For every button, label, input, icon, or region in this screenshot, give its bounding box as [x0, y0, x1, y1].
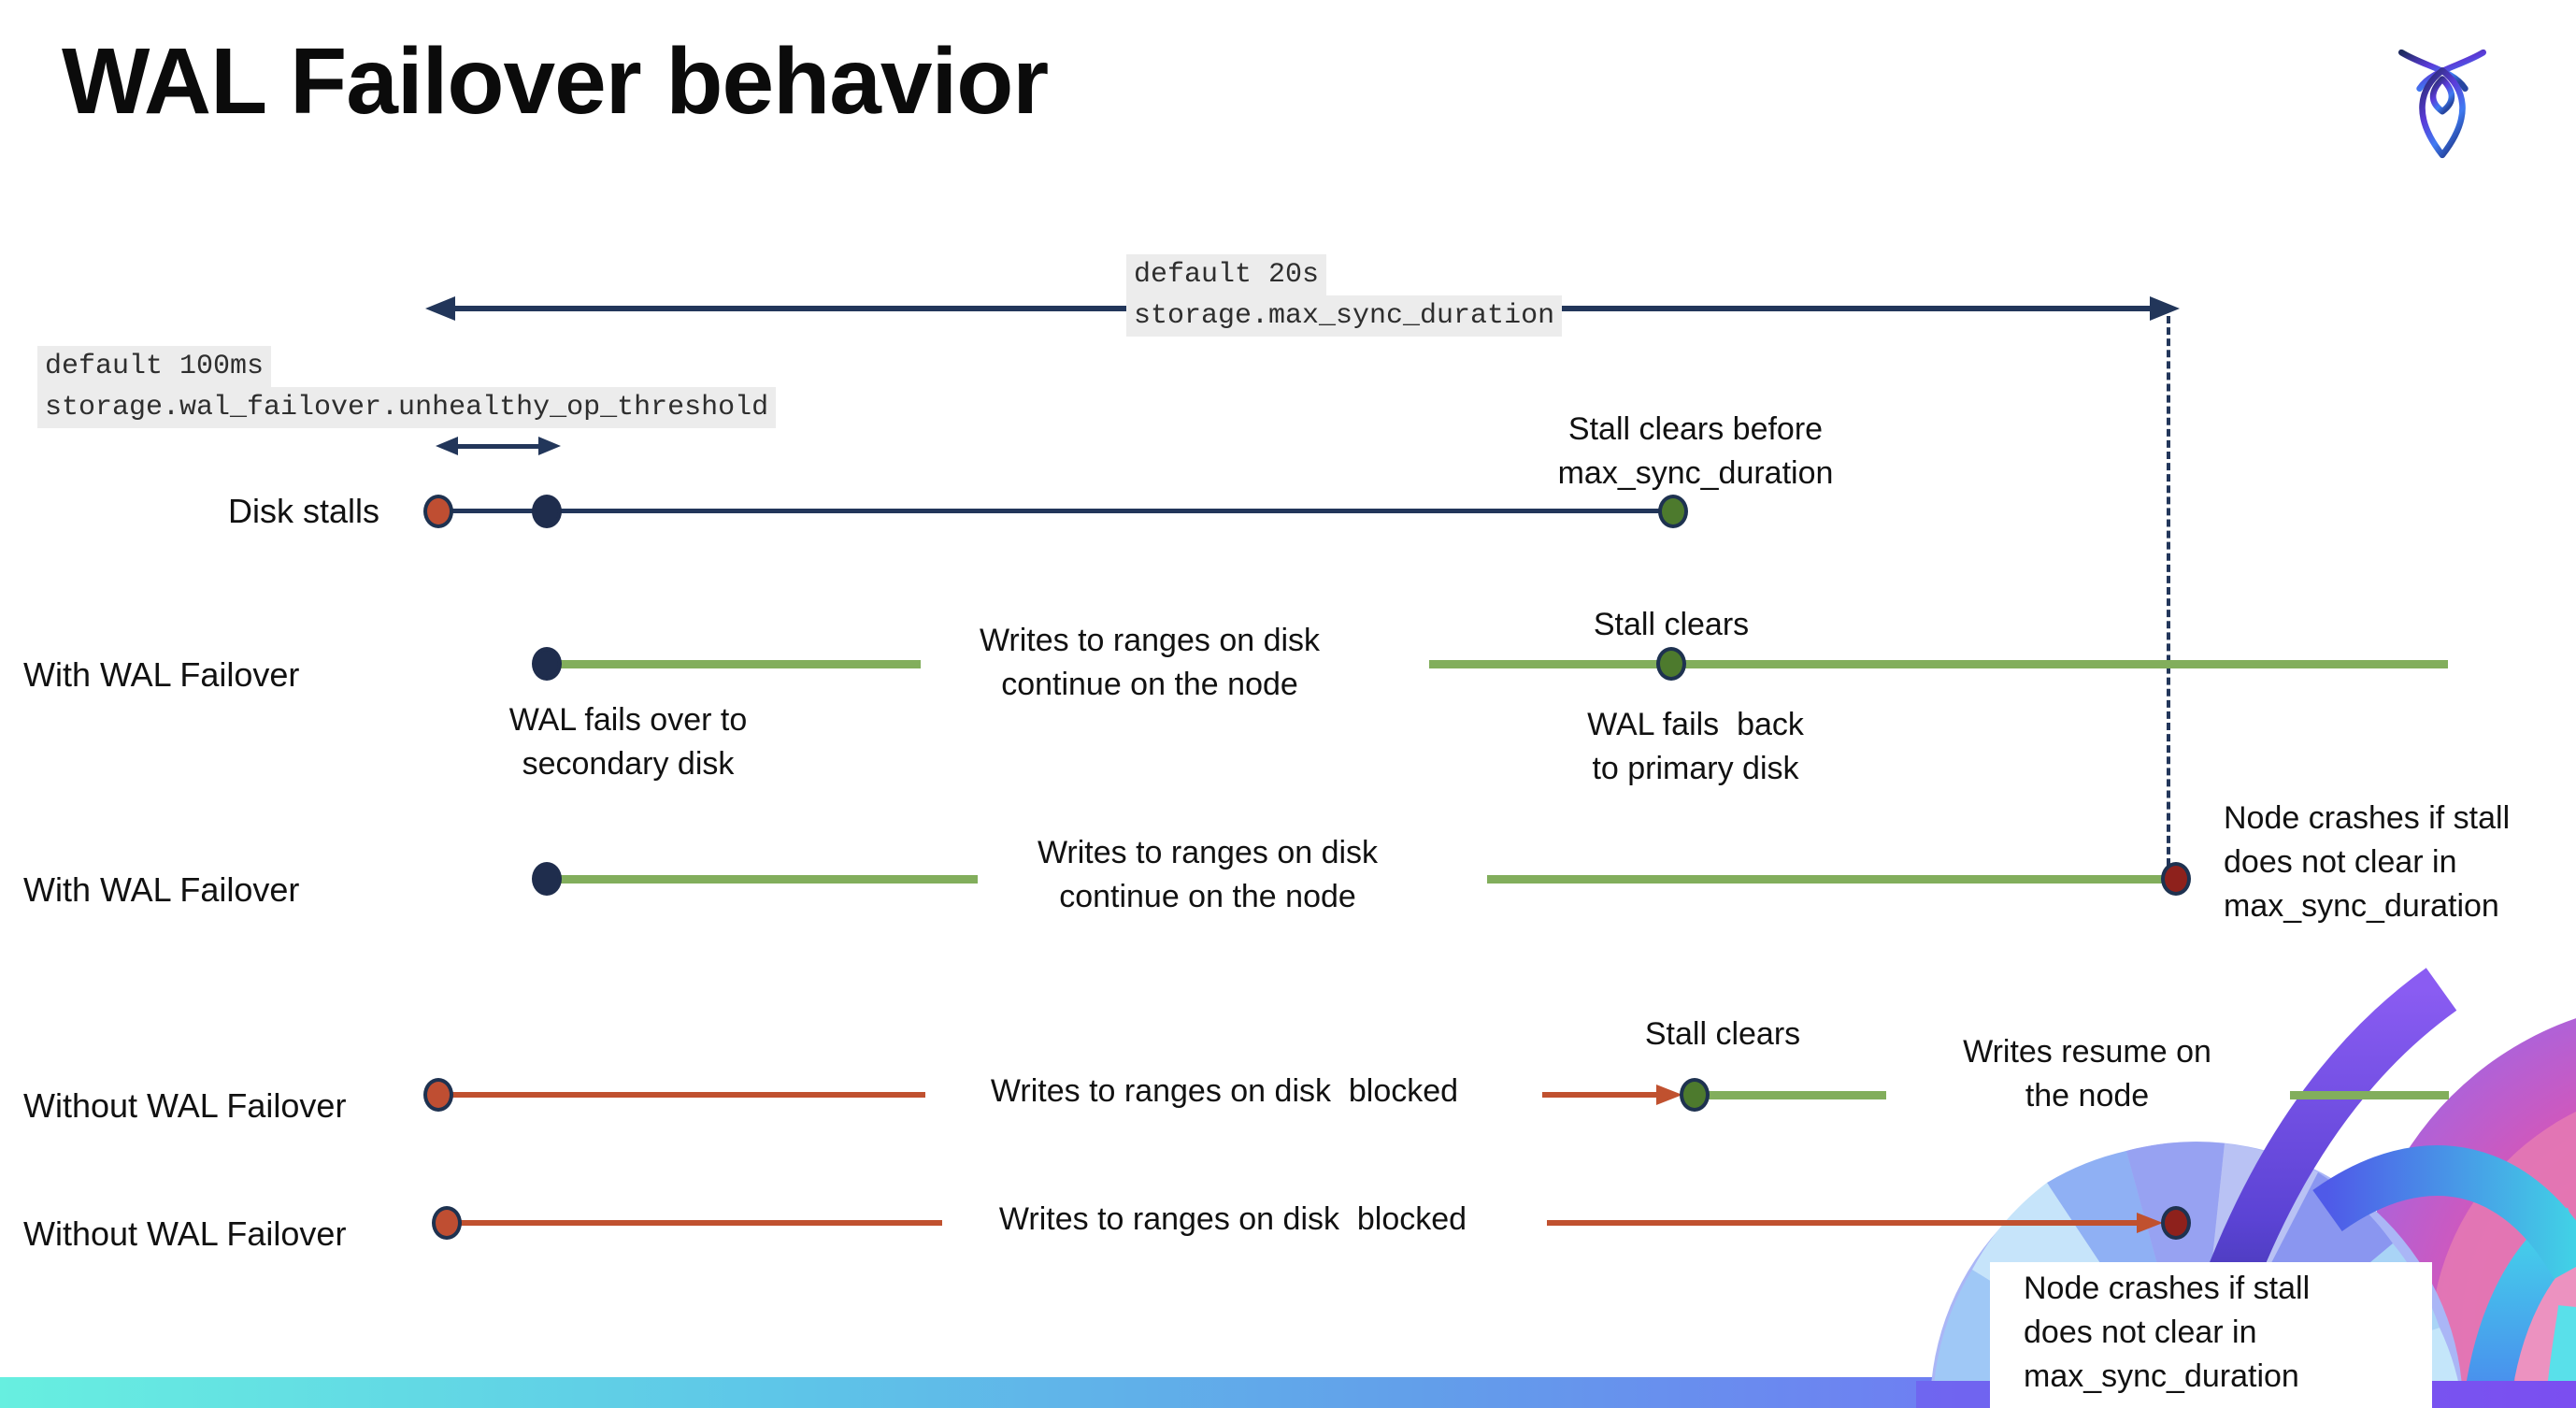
disk-stalls-timeline	[438, 509, 1673, 513]
row-label-without-wal-failover-1: Without WAL Failover	[23, 1086, 347, 1125]
node-crash-note-box	[1990, 1262, 2432, 1408]
failover-dot-1	[532, 647, 562, 681]
writes-continue-note-2: Writes to ranges on disk continue on the…	[1037, 835, 1379, 914]
stall-clears-note-without: Stall clears	[1644, 1016, 1801, 1052]
max-sync-deadline-dashed-line	[2167, 316, 2170, 866]
max-sync-default-label: default 20s	[1126, 254, 1327, 295]
stall-clears-dot	[1658, 495, 1688, 528]
wal-fails-back-note: WAL fails back to primary disk	[1587, 707, 1804, 786]
arrow-left-head-icon	[425, 296, 455, 321]
writes-resume-line-1b	[2290, 1091, 2449, 1099]
blocked-arrow-head-1-icon	[1656, 1085, 1682, 1105]
threshold-arrow-right-icon	[538, 437, 561, 455]
writes-blocked-note-1: Writes to ranges on disk blocked	[990, 1073, 1459, 1109]
writes-continue-line-2b	[1487, 875, 2176, 884]
unhealthy-default-label: default 100ms	[37, 346, 272, 387]
node-crash-dot-2	[2161, 1206, 2191, 1240]
blocked-arrow-head-2-icon	[2137, 1213, 2163, 1233]
stall-clears-dot-2	[1680, 1078, 1710, 1112]
stall-clears-before-note: Stall clears before max_sync_duration	[1557, 411, 1834, 491]
max-sync-setting-label: storage.max_sync_duration	[1126, 295, 1563, 337]
page-title: WAL Failover behavior	[62, 29, 1049, 134]
node-crashes-note-1: Node crashes if stall does not clear in …	[2224, 800, 2511, 924]
row-label-without-wal-failover-2: Without WAL Failover	[23, 1214, 347, 1253]
writes-continue-line-2a	[547, 875, 978, 884]
writes-blocked-note-2: Writes to ranges on disk blocked	[998, 1201, 1467, 1237]
row-label-disk-stalls: Disk stalls	[228, 492, 380, 530]
row-label-with-wal-failover-1: With WAL Failover	[23, 655, 300, 694]
writes-blocked-line-1b	[1542, 1092, 1671, 1098]
writes-continue-note-1: Writes to ranges on disk continue on the…	[979, 623, 1321, 702]
node-crashes-note-2: Node crashes if stall does not clear in …	[2024, 1271, 2311, 1394]
node-crash-dot-1	[2161, 862, 2191, 896]
cockroachdb-logo-icon	[2398, 49, 2486, 159]
wal-fails-over-note: WAL fails over to secondary disk	[508, 702, 748, 782]
writes-resume-line-1a	[1695, 1091, 1886, 1099]
threshold-reached-dot	[532, 495, 562, 528]
stall-start-dot-2	[423, 1078, 453, 1112]
stall-start-dot	[423, 495, 453, 528]
threshold-arrow-line	[454, 444, 538, 449]
stall-clears-note-with: Stall clears	[1593, 607, 1750, 642]
writes-blocked-line-2b	[1547, 1220, 2150, 1226]
writes-continue-line-1b	[1429, 660, 2448, 668]
failover-dot-2	[532, 862, 562, 896]
writes-blocked-line-1a	[438, 1092, 925, 1098]
unhealthy-setting-label: storage.wal_failover.unhealthy_op_thresh…	[37, 387, 777, 428]
stall-start-dot-3	[432, 1206, 462, 1240]
arrow-right-head-icon	[2150, 296, 2180, 321]
writes-blocked-line-2a	[447, 1220, 942, 1226]
threshold-arrow-left-icon	[436, 437, 458, 455]
row-label-with-wal-failover-2: With WAL Failover	[23, 870, 300, 909]
writes-continue-line-1a	[547, 660, 921, 668]
writes-resume-note: Writes resume on the node	[1963, 1034, 2211, 1113]
failback-dot	[1656, 647, 1686, 681]
